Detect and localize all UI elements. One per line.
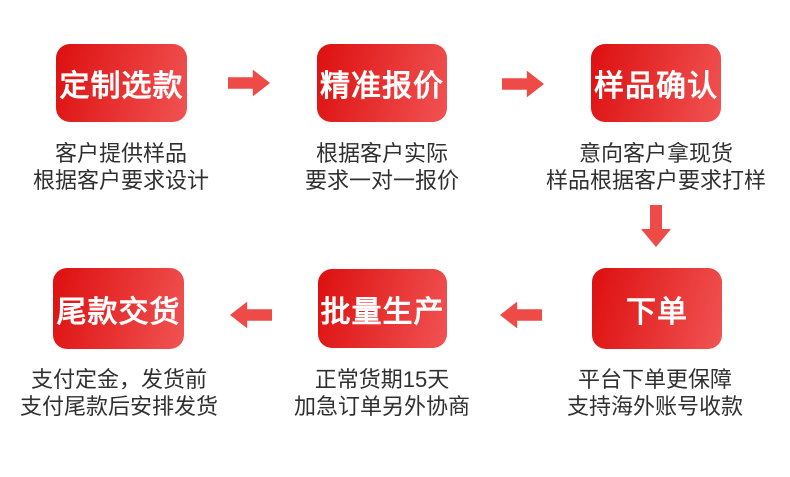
step-box-accurate-quote: 精准报价 <box>317 44 447 122</box>
arrow-right-icon <box>228 69 270 97</box>
arrow-left-icon <box>230 301 272 329</box>
step-label: 样品确认 <box>594 70 718 103</box>
step-box-final-payment-delivery: 尾款交货 <box>53 268 184 349</box>
arrow-down-icon <box>641 205 671 247</box>
description-line: 要求一对一报价 <box>304 168 459 193</box>
step-description: 支付定金，发货前 支付尾款后安排发货 <box>0 366 269 420</box>
description-line: 意向客户拿现货 <box>578 141 733 166</box>
step-label: 批量生产 <box>320 295 445 329</box>
description-line: 支付尾款后安排发货 <box>19 394 218 419</box>
arrow-left-icon <box>500 301 542 329</box>
step-description: 正常货期15天 加急订单另外协商 <box>232 366 532 420</box>
step-box-place-order: 下单 <box>592 268 722 349</box>
step-description: 平台下单更保障 支持海外账号收款 <box>505 366 790 420</box>
description-line: 样品根据客户要求打样 <box>545 168 766 193</box>
step-label: 下单 <box>626 295 688 329</box>
description-line: 根据客户要求设计 <box>32 168 209 193</box>
description-line: 平台下单更保障 <box>577 367 732 392</box>
step-label: 精准报价 <box>320 70 444 103</box>
step-description: 意向客户拿现货 样品根据客户要求打样 <box>506 140 790 194</box>
description-line: 客户提供样品 <box>54 141 187 166</box>
step-description: 客户提供样品 根据客户要求设计 <box>0 140 271 194</box>
description-line: 支持海外账号收款 <box>566 394 743 419</box>
step-label: 尾款交货 <box>56 295 181 329</box>
description-line: 支付定金，发货前 <box>30 367 207 392</box>
description-line: 正常货期15天 <box>314 367 450 392</box>
step-description: 根据客户实际 要求一对一报价 <box>232 140 532 194</box>
step-box-mass-production: 批量生产 <box>318 269 447 348</box>
step-label: 定制选款 <box>59 70 184 103</box>
description-line: 根据客户实际 <box>315 141 448 166</box>
description-line: 加急订单另外协商 <box>293 394 470 419</box>
step-box-custom-selection: 定制选款 <box>56 44 187 122</box>
arrow-right-icon <box>502 70 544 98</box>
step-box-sample-confirm: 样品确认 <box>591 44 721 122</box>
